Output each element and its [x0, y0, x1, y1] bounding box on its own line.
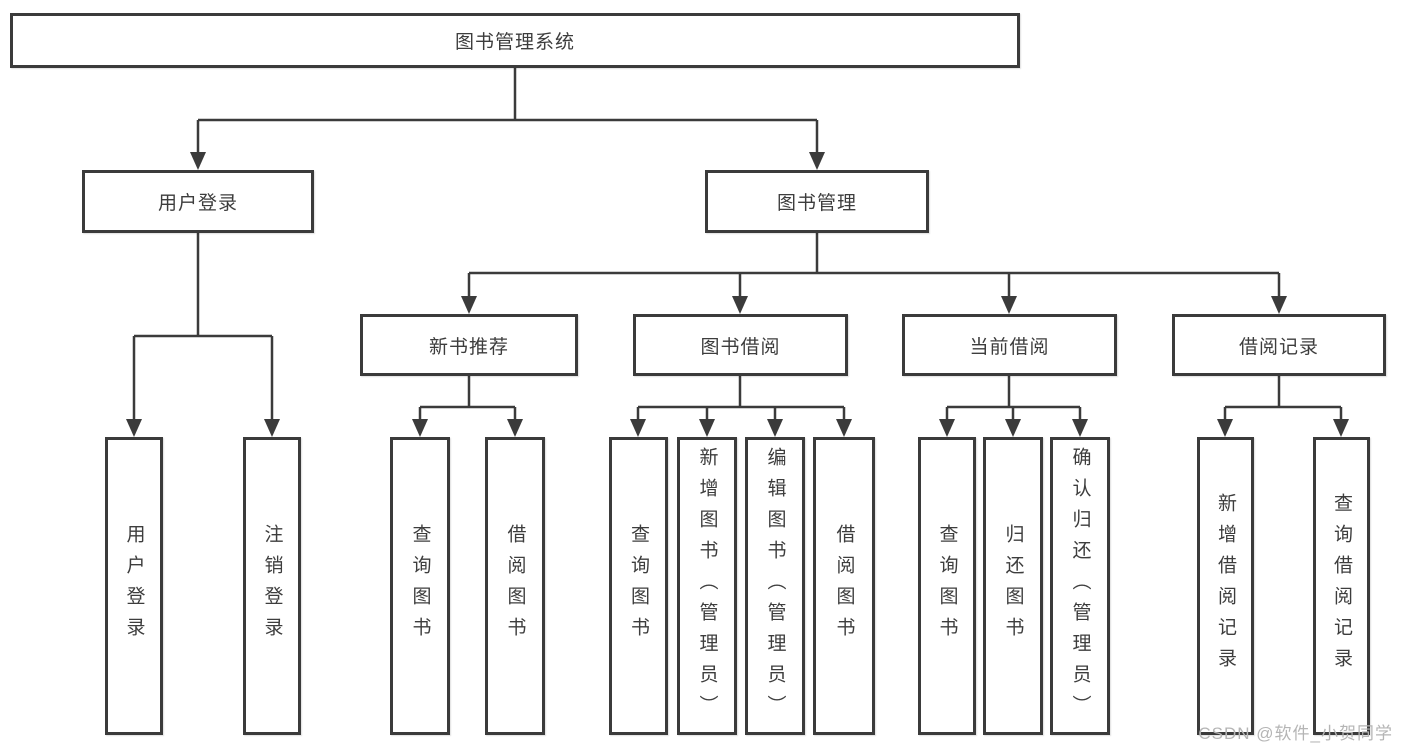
node-new-book-recommend: 新书推荐	[360, 314, 578, 376]
node-borrow-records: 借阅记录	[1172, 314, 1386, 376]
arrowheads	[126, 152, 1349, 437]
leaf-query-books-recommend: 查询图书	[390, 437, 450, 735]
leaf-borrow-books-recommend: 借阅图书	[485, 437, 545, 735]
leaf-user-login: 用户登录	[105, 437, 163, 735]
node-user-login: 用户登录	[82, 170, 314, 233]
leaf-edit-books-admin: 编辑图书（管理员）	[745, 437, 805, 735]
csdn-watermark: CSDN @软件_小贺同学	[1198, 724, 1393, 743]
node-library-system: 图书管理系统	[10, 13, 1020, 68]
leaf-logout: 注销登录	[243, 437, 301, 735]
leaf-confirm-return-admin: 确认归还（管理员）	[1050, 437, 1110, 735]
leaf-return-books: 归还图书	[983, 437, 1043, 735]
leaf-query-borrow-record: 查询借阅记录	[1313, 437, 1370, 735]
node-book-management: 图书管理	[705, 170, 929, 233]
leaf-borrow-books: 借阅图书	[813, 437, 875, 735]
node-book-borrow: 图书借阅	[633, 314, 848, 376]
leaf-query-books-borrow: 查询图书	[609, 437, 668, 735]
leaf-add-borrow-record: 新增借阅记录	[1197, 437, 1254, 735]
leaf-add-books-admin: 新增图书（管理员）	[677, 437, 737, 735]
leaf-query-books-current: 查询图书	[918, 437, 976, 735]
node-current-borrow: 当前借阅	[902, 314, 1117, 376]
